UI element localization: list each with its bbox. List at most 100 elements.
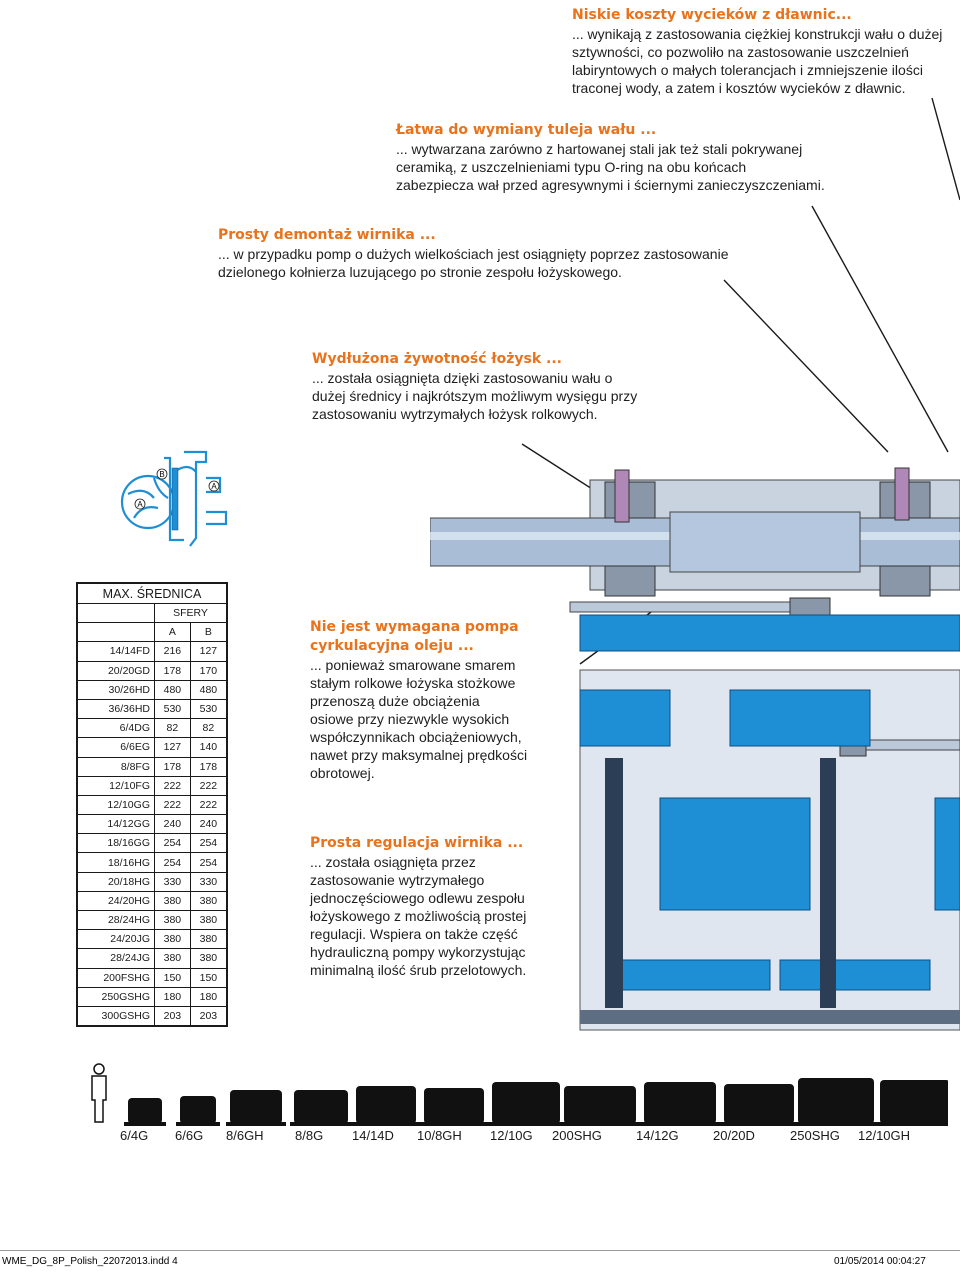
model-cell: 24/20HG <box>76 890 155 912</box>
pump-silhouette-icon <box>492 1082 560 1124</box>
model-cell: 30/26HD <box>76 679 155 700</box>
col-header-a: A <box>154 622 191 643</box>
b-cell: 240 <box>189 814 228 835</box>
model-cell: 6/6EG <box>76 737 155 758</box>
b-cell: 330 <box>189 871 228 892</box>
a-cell: 380 <box>154 890 191 912</box>
model-cell: 12/10FG <box>76 775 155 796</box>
feature-shaft-sleeve: Łatwa do wymiany tuleja wału ... ... wyt… <box>396 121 825 194</box>
a-cell: 530 <box>154 698 191 720</box>
feature-title: Prosty demontaż wirnika ... <box>218 227 436 243</box>
size-label: 250SHG <box>790 1128 840 1143</box>
b-cell: 170 <box>189 660 228 681</box>
b-cell: 180 <box>189 986 228 1007</box>
feature-text: ... została osiągnięta przez zastosowani… <box>310 854 527 978</box>
b-cell: 178 <box>189 756 228 777</box>
model-cell: 14/12GG <box>76 814 155 835</box>
a-cell: 127 <box>154 737 191 758</box>
table-title: MAX. ŚREDNICA <box>76 582 228 604</box>
pump-silhouette-icon <box>724 1084 794 1124</box>
a-cell: 222 <box>154 775 191 796</box>
pump-silhouette-icon <box>798 1078 874 1124</box>
size-label: 8/8G <box>295 1128 324 1143</box>
size-label: 20/20D <box>713 1128 755 1143</box>
model-cell: 300GSHG <box>76 1005 155 1027</box>
feature-text: ... ponieważ smarowane smarem stałym rol… <box>310 657 528 781</box>
pump-base-icon <box>488 1122 564 1126</box>
feature-title: Nie jest wymagana pompa cyrkulacyjna ole… <box>310 619 519 654</box>
size-label: 14/12G <box>636 1128 679 1143</box>
size-label: 6/4G <box>120 1128 149 1143</box>
pump-silhouette-icon <box>180 1096 216 1124</box>
a-cell: 254 <box>154 833 191 854</box>
pump-base-icon <box>420 1122 488 1126</box>
model-cell: 200FSHG <box>76 967 155 988</box>
model-cell: 8/8FG <box>76 756 155 777</box>
model-cell: 36/36HD <box>76 698 155 720</box>
a-cell: 178 <box>154 756 191 777</box>
pump-silhouette-icon <box>880 1080 948 1124</box>
label-b: B <box>159 470 164 479</box>
feature-gland-leakage: Niskie koszty wycieków z dławnic... ... … <box>572 6 942 97</box>
pump-base-icon <box>640 1122 720 1126</box>
feature-text: ... wynikają z zastosowania ciężkiej kon… <box>572 26 943 96</box>
person-scale-icon <box>93 1063 105 1075</box>
b-cell: 480 <box>189 679 228 700</box>
pump-size-silhouettes <box>91 1063 948 1126</box>
feature-text: ... wytwarzana zarówno z hartowanej stal… <box>396 141 825 193</box>
model-cell: 28/24HG <box>76 909 155 931</box>
b-cell: 127 <box>189 641 228 662</box>
feature-text: ... w przypadku pomp o dużych wielkościa… <box>218 246 729 280</box>
a-cell: 150 <box>154 967 191 988</box>
a-cell: 254 <box>154 852 191 873</box>
a-cell: 330 <box>154 871 191 892</box>
pump-base-icon <box>720 1122 798 1126</box>
a-cell: 82 <box>154 718 191 739</box>
model-cell: 250GSHG <box>76 986 155 1007</box>
feature-bearing-life: Wydłużona żywotność łożysk ... ... zosta… <box>312 350 637 423</box>
b-cell: 380 <box>189 948 228 969</box>
feature-title: Prosta regulacja wirnika ... <box>310 835 524 851</box>
pump-silhouette-icon <box>128 1098 162 1124</box>
pump-silhouette-icon <box>644 1082 716 1124</box>
feature-impeller-adjustment: Prosta regulacja wirnika ... ... została… <box>310 834 526 979</box>
table-corner <box>76 622 155 643</box>
a-cell: 178 <box>154 660 191 681</box>
pump-base-icon <box>226 1122 286 1126</box>
b-cell: 222 <box>189 775 228 796</box>
page-trim-rule <box>0 1250 960 1251</box>
b-cell: 254 <box>189 833 228 854</box>
impeller-schematic: B A A <box>120 450 228 547</box>
b-cell: 150 <box>189 967 228 988</box>
pump-silhouette-icon <box>424 1088 484 1124</box>
model-cell: 24/20JG <box>76 929 155 950</box>
b-cell: 203 <box>189 1005 228 1027</box>
model-cell: 18/16GG <box>76 833 155 854</box>
pump-silhouette-icon <box>294 1090 348 1124</box>
pump-silhouette-icon <box>230 1090 282 1124</box>
a-cell: 380 <box>154 948 191 969</box>
a-cell: 240 <box>154 814 191 835</box>
table-subtitle: SFERY <box>154 602 228 624</box>
size-label: 14/14D <box>352 1128 394 1143</box>
pump-base-icon <box>560 1122 640 1126</box>
a-cell: 380 <box>154 929 191 950</box>
feature-title: Łatwa do wymiany tuleja wału ... <box>396 122 657 138</box>
size-label: 10/8GH <box>417 1128 462 1143</box>
